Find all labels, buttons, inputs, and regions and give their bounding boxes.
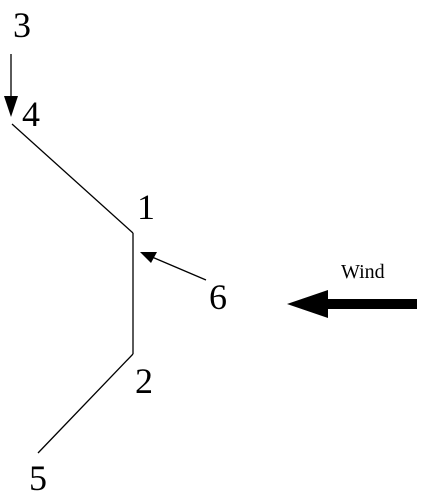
node-label-4: 4 (22, 94, 40, 134)
node-label-5: 5 (29, 458, 47, 498)
wind-arrow-shaft (320, 299, 417, 309)
node-label-1: 1 (137, 187, 155, 227)
node-label-6: 6 (209, 277, 227, 317)
member-4-1 (11, 123, 134, 234)
wind-label: Wind (341, 261, 385, 283)
load-arrow-3-head (4, 96, 18, 117)
member-2-5 (37, 353, 134, 454)
node-label-3: 3 (13, 5, 31, 45)
load-arrow-6-head (140, 252, 157, 263)
wind-arrow-head (287, 290, 328, 318)
load-arrow-6 (151, 256, 207, 281)
node-label-2: 2 (135, 361, 153, 401)
